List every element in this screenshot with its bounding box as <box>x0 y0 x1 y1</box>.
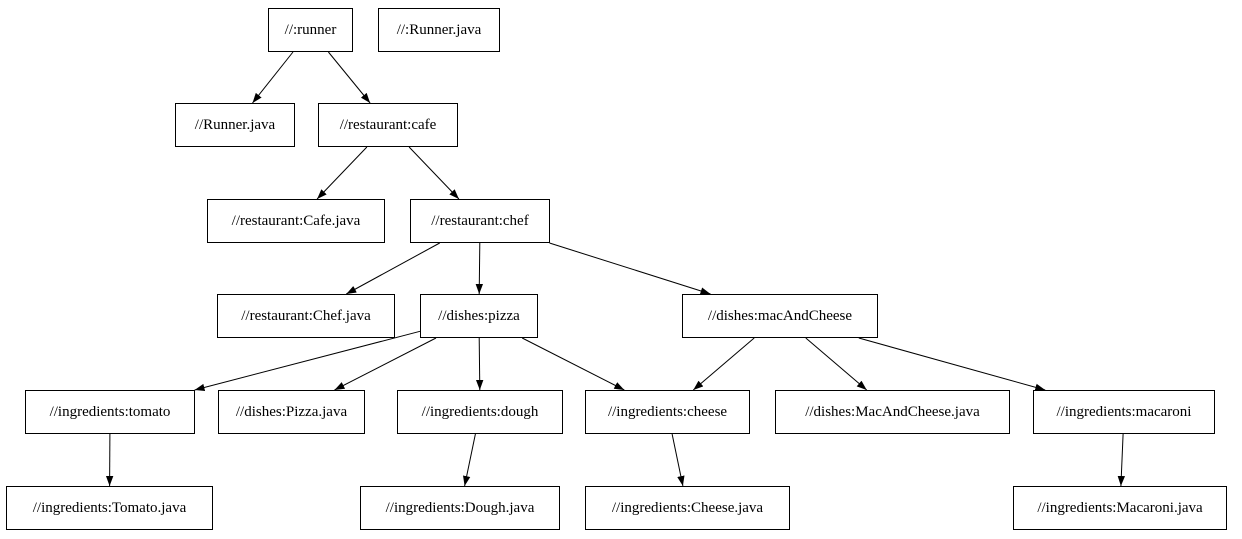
graph-node-cheese: //ingredients:cheese <box>585 390 750 434</box>
edge-macaroni-to-macaroni_java <box>1117 433 1126 487</box>
graph-node-pizza_java: //dishes:Pizza.java <box>218 390 365 434</box>
graph-node-macaroni_java: //ingredients:Macaroni.java <box>1013 486 1227 530</box>
edge-runner-to-runner_java <box>252 51 294 104</box>
graph-node-dough: //ingredients:dough <box>397 390 563 434</box>
graph-node-runner_java_file: //:Runner.java <box>378 8 500 52</box>
graph-node-runner_java: //Runner.java <box>175 103 295 147</box>
graph-node-dough_java: //ingredients:Dough.java <box>360 486 560 530</box>
edge-runner-to-cafe <box>328 51 371 104</box>
edge-pizza-to-cheese <box>521 337 625 391</box>
edge-cafe-to-cafe_java <box>316 146 368 200</box>
graph-node-mac_and_cheese: //dishes:macAndCheese <box>682 294 878 338</box>
edge-mac_and_cheese-to-mac_and_cheese_java <box>805 337 868 391</box>
graph-node-cafe: //restaurant:cafe <box>318 103 458 147</box>
graph-node-tomato: //ingredients:tomato <box>25 390 195 434</box>
edge-mac_and_cheese-to-cheese <box>692 337 755 391</box>
graph-node-cafe_java: //restaurant:Cafe.java <box>207 199 385 243</box>
graph-node-tomato_java: //ingredients:Tomato.java <box>6 486 213 530</box>
edge-pizza-to-dough <box>475 337 484 391</box>
edge-dough-to-dough_java <box>463 433 476 487</box>
edge-mac_and_cheese-to-macaroni <box>858 337 1046 391</box>
edge-chef-to-chef_java <box>346 242 440 295</box>
edge-pizza-to-tomato <box>194 330 421 392</box>
graph-node-pizza: //dishes:pizza <box>420 294 538 338</box>
edge-pizza-to-pizza_java <box>334 337 437 391</box>
edge-chef-to-pizza <box>475 242 484 295</box>
graph-node-cheese_java: //ingredients:Cheese.java <box>585 486 790 530</box>
edge-chef-to-mac_and_cheese <box>549 242 711 295</box>
graph-node-chef_java: //restaurant:Chef.java <box>217 294 395 338</box>
edge-cafe-to-chef <box>408 146 460 200</box>
edges-group <box>105 51 1126 487</box>
graph-node-chef: //restaurant:chef <box>410 199 550 243</box>
graph-node-runner: //:runner <box>268 8 353 52</box>
graph-node-mac_and_cheese_java: //dishes:MacAndCheese.java <box>775 390 1010 434</box>
edge-cheese-to-cheese_java <box>671 433 685 487</box>
graph-node-macaroni: //ingredients:macaroni <box>1033 390 1215 434</box>
